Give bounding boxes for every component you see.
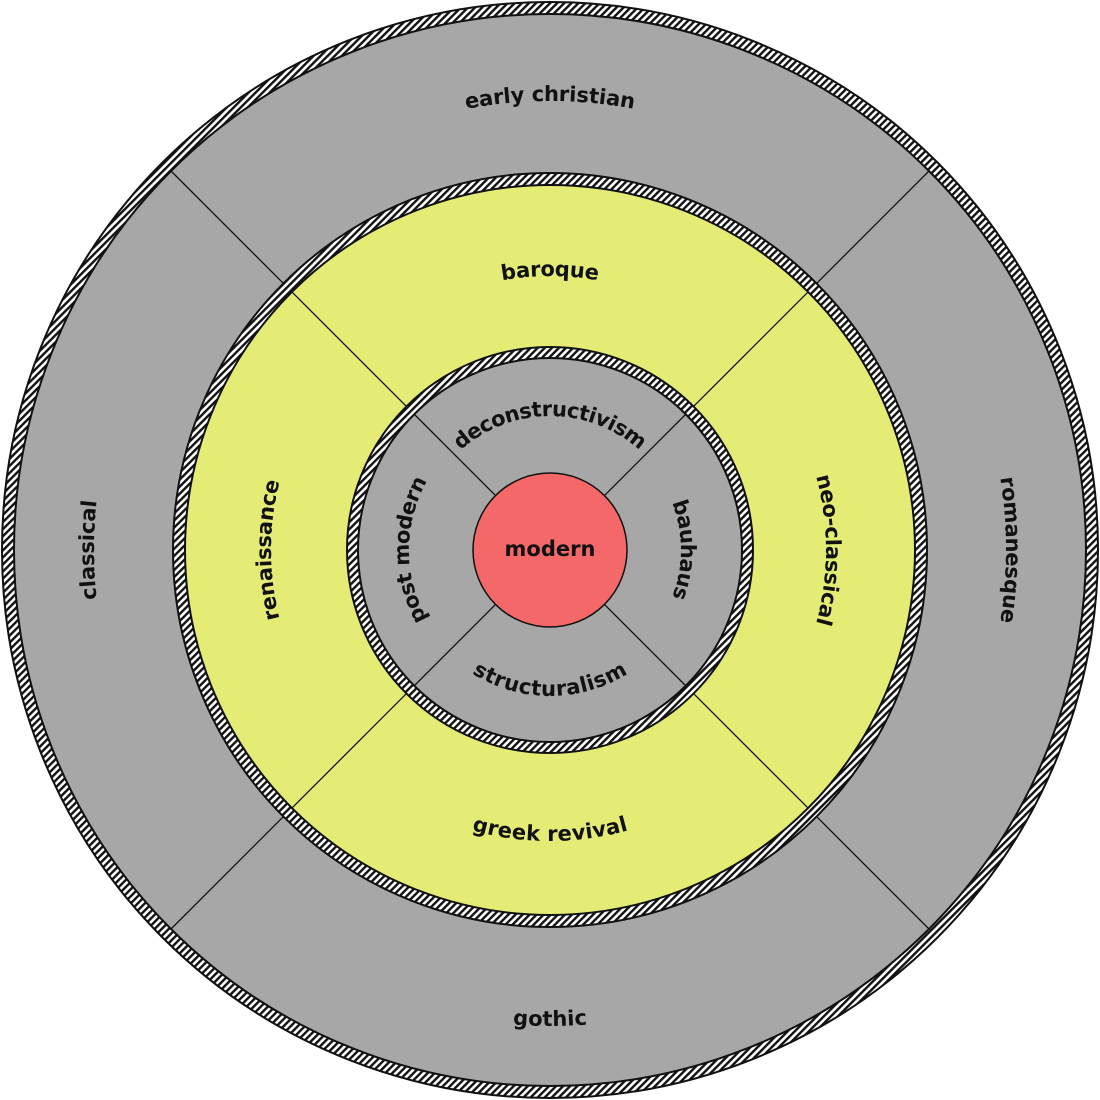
middle-segment-divider [693,291,809,407]
outer-segment-divider [816,170,930,284]
inner-segment-divider [603,413,687,497]
outer-ring-label-bottom: gothic [512,1006,587,1031]
inner-segment-divider [413,413,497,497]
center-label: modern [505,537,596,561]
inner-segment-divider [413,603,497,687]
inner-segment-divider [603,603,687,687]
inner-ring-hatched-border [347,347,753,753]
center-circle [472,472,628,628]
middle-segment-divider [291,693,407,809]
outer-segment-divider [170,170,284,284]
outer-ring-label-left: classical [75,499,102,601]
middle-segment-divider [291,291,407,407]
middle-segment-divider [693,693,809,809]
middle-ring-outer-edge [172,172,928,928]
outer-segment-divider [170,816,284,930]
outer-segment-divider [816,816,930,930]
middle-ring-label-top: baroque [499,257,600,285]
inner-ring-outer-edge [346,346,754,754]
middle-ring-hatched-border [173,173,927,927]
